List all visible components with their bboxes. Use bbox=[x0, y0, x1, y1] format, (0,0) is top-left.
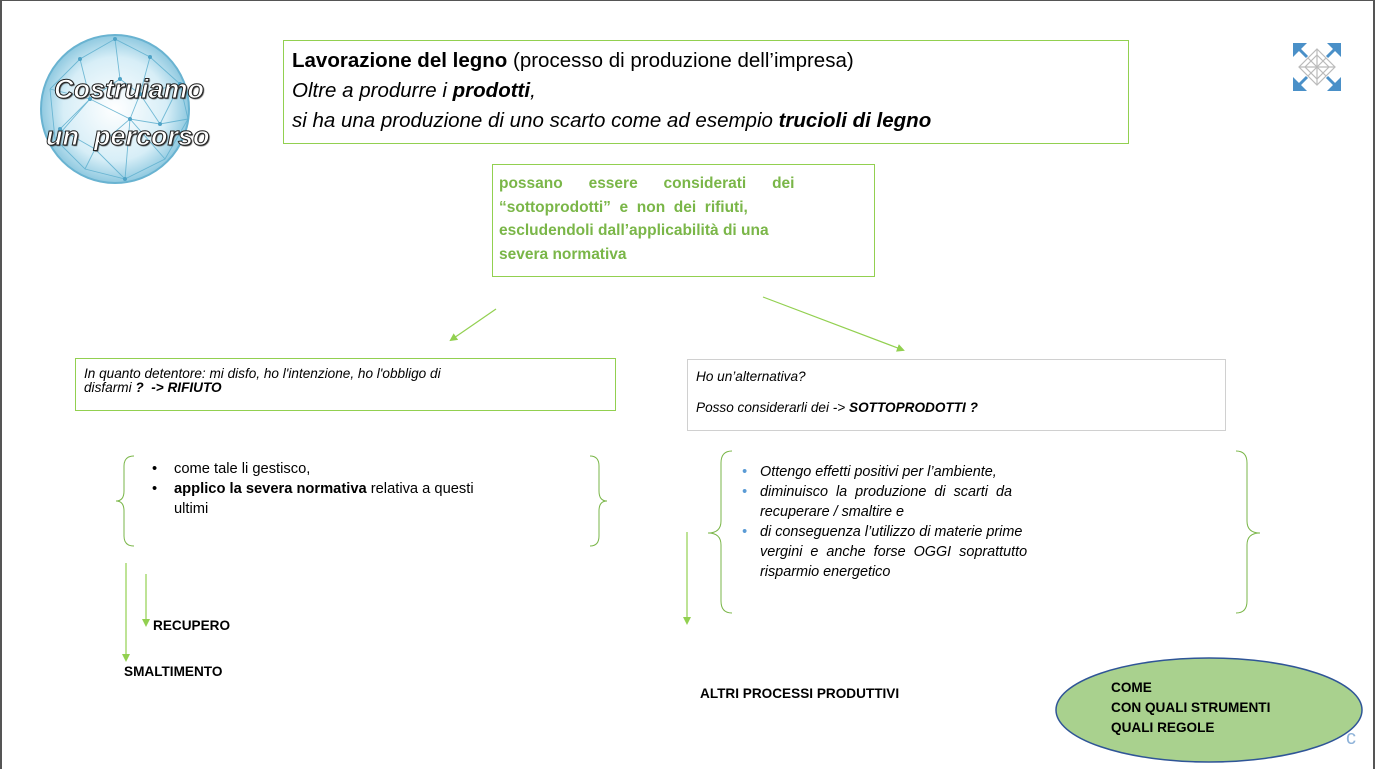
right-list-item-2: diminuisco la produzione di scarti da rec… bbox=[740, 482, 1180, 522]
sottoprodotti-box: possano essere considerati dei “sottopro… bbox=[492, 164, 875, 277]
left-list-item2-bold: applico la severa normativa bbox=[174, 481, 367, 497]
left-brace-open bbox=[115, 455, 135, 547]
globe-badge: Costruiamo un percorso bbox=[30, 19, 262, 187]
right-list-item3-line1: di conseguenza l’utilizzo di materie pri… bbox=[760, 524, 1023, 540]
question-line2-pre: Posso considerarli dei -> bbox=[696, 400, 850, 415]
title-bold: Lavorazione del legno bbox=[292, 49, 508, 72]
altri-processi-label: ALTRI PROCESSI PRODUTTIVI bbox=[700, 686, 900, 701]
rifiuto-line-1: In quanto detentore: mi disfo, ho l'inte… bbox=[84, 366, 441, 381]
title-line3-bold: trucioli di legno bbox=[778, 109, 932, 132]
title-line2-pre: Oltre a produrre i bbox=[292, 79, 453, 102]
title-line-1: Lavorazione del legno (processo di produ… bbox=[292, 46, 1120, 76]
smaltimento-label: SMALTIMENTO bbox=[124, 664, 223, 679]
sottoprodotti-question-box: Ho un’alternativa? Posso considerarli de… bbox=[687, 359, 1226, 431]
rifiuto-line-2: disfarmi ? -> RIFIUTO bbox=[84, 381, 607, 395]
rifiuto-line2-bold: ? -> RIFIUTO bbox=[135, 380, 222, 395]
oval-line-2: CON QUALI STRUMENTI bbox=[1111, 700, 1271, 715]
right-list-item2-line1: diminuisco la produzione di scarti da bbox=[760, 484, 1012, 500]
title-line-3: si ha una produzione di uno scarto come … bbox=[292, 106, 1120, 136]
green-line-2: “sottoprodotti” e non dei rifiuti, bbox=[499, 198, 748, 216]
left-list: come tale li gestisco, applico la severa… bbox=[148, 459, 578, 519]
oval-line-3: QUALI REGOLE bbox=[1111, 720, 1215, 735]
right-list-item-1: Ottengo effetti positivi per l’ambiente, bbox=[740, 462, 1180, 482]
right-list-item3-line3: risparmio energetico bbox=[760, 564, 891, 580]
left-list-item2-line2: ultimi bbox=[174, 501, 209, 517]
left-list-item-2: applico la severa normativa relativa a q… bbox=[148, 479, 578, 519]
badge-title-line2: un percorso bbox=[46, 121, 211, 152]
badge-title-line1: Costruiamo bbox=[53, 74, 205, 105]
green-line-4: severa normativa bbox=[499, 245, 627, 263]
question-line-2: Posso considerarli dei -> SOTTOPRODOTTI … bbox=[696, 400, 1217, 416]
right-brace-open bbox=[707, 450, 733, 614]
recupero-label: RECUPERO bbox=[153, 618, 231, 633]
right-list-item3-line2: vergini e anche forse OGGI soprattutto bbox=[760, 544, 1028, 560]
arrow-left bbox=[449, 308, 497, 342]
come-regole-oval: COME CON QUALI STRUMENTI QUALI REGOLE bbox=[1054, 656, 1364, 764]
title-line-2: Oltre a produrre i prodotti, bbox=[292, 76, 1120, 106]
oval-shape bbox=[1055, 657, 1363, 763]
left-list-item2-rest: relativa a questi bbox=[366, 481, 474, 497]
left-brace-close bbox=[589, 455, 608, 547]
right-list: Ottengo effetti positivi per l’ambiente,… bbox=[740, 462, 1180, 582]
right-list-item-3: di conseguenza l’utilizzo di materie pri… bbox=[740, 522, 1180, 582]
oval-text: COME CON QUALI STRUMENTI QUALI REGOLE bbox=[1111, 678, 1270, 738]
rifiuto-box: In quanto detentore: mi disfo, ho l'inte… bbox=[75, 358, 616, 411]
logo-icon bbox=[1291, 41, 1343, 93]
right-list-item2-line2: recuperare / smaltire e bbox=[760, 504, 904, 520]
question-line-1: Ho un’alternativa? bbox=[696, 369, 806, 384]
title-box: Lavorazione del legno (processo di produ… bbox=[283, 40, 1129, 144]
globe-icon bbox=[40, 34, 190, 184]
green-line-1: possano essere considerati dei bbox=[499, 175, 795, 192]
question-line2-bold: SOTTOPRODOTTI ? bbox=[849, 400, 978, 415]
title-line2-bold: prodotti bbox=[452, 79, 531, 102]
rifiuto-line2-pre: disfarmi bbox=[84, 380, 136, 395]
right-brace-close bbox=[1235, 450, 1261, 614]
oval-line-1: COME bbox=[1111, 680, 1152, 695]
title-rest: (processo di produzione dell’impresa) bbox=[507, 49, 854, 72]
corner-glyph: c bbox=[1346, 727, 1356, 749]
title-line3-pre: si ha una produzione di uno scarto come … bbox=[292, 109, 779, 132]
arrow-right bbox=[762, 296, 905, 352]
left-list-item-1: come tale li gestisco, bbox=[148, 459, 578, 479]
green-line-3: escludendoli dall’applicabilità di una bbox=[499, 222, 769, 239]
title-line2-post: , bbox=[530, 79, 536, 102]
